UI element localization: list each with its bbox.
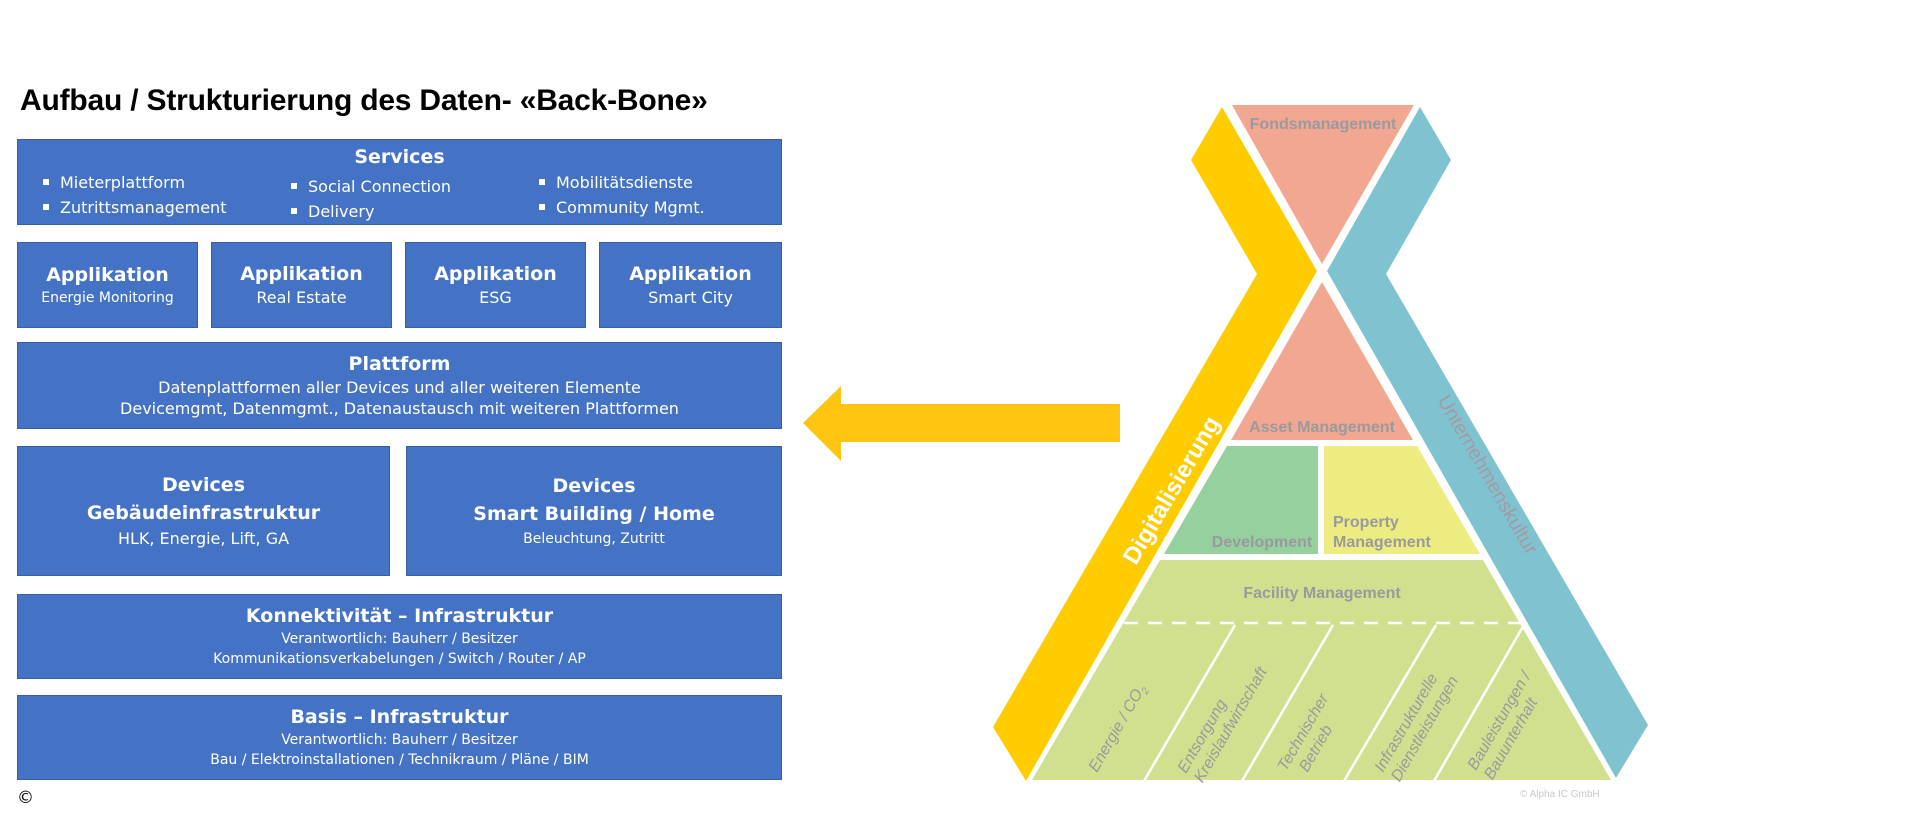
property-label-line: Property: [1333, 514, 1399, 531]
service-item: Zutrittsmanagement: [38, 195, 226, 220]
platform-title: Plattform: [348, 353, 451, 375]
property-management-label: Property Management: [1333, 514, 1431, 551]
application-subtitle: ESG: [479, 288, 512, 307]
connectivity-line: Kommunikationsverkabelungen / Switch / R…: [213, 651, 586, 667]
service-item: Mobilitätsdienste: [534, 170, 705, 195]
application-subtitle: Energie Monitoring: [41, 289, 174, 306]
application-box-esg: Applikation ESG: [405, 242, 586, 328]
property-label-line: Management: [1333, 534, 1431, 551]
connectivity-title: Konnektivität – Infrastruktur: [245, 605, 554, 627]
base-infrastructure-box: Basis – Infrastruktur Verantwortlich: Ba…: [17, 695, 782, 780]
devices-box-smart-building: Devices Smart Building / Home Beleuchtun…: [406, 446, 782, 576]
devices-title: Devices: [161, 474, 245, 496]
development-label: Development: [1212, 534, 1313, 551]
devices-subtitle: Smart Building / Home: [473, 502, 715, 525]
page-title: Aufbau / Strukturierung des Daten- «Back…: [20, 84, 708, 117]
subscript-2: 2: [1139, 686, 1152, 698]
arrow-left-icon: [803, 386, 1120, 461]
service-item: Community Mgmt.: [534, 195, 705, 220]
base-title: Basis – Infrastruktur: [290, 706, 509, 728]
base-line: Verantwortlich: Bauherr / Besitzer: [281, 732, 518, 748]
connectivity-line: Verantwortlich: Bauherr / Besitzer: [281, 631, 518, 647]
platform-box: Plattform Datenplattformen aller Devices…: [17, 342, 782, 429]
application-box-real-estate: Applikation Real Estate: [211, 242, 392, 328]
services-column-3: Mobilitätsdienste Community Mgmt.: [534, 170, 705, 220]
services-box: Services Mieterplattform Zutrittsmanagem…: [17, 139, 782, 225]
application-title: Applikation: [434, 263, 557, 285]
fondsmanagement-label: Fondsmanagement: [1250, 116, 1397, 133]
unternehmenskultur-band: [1327, 107, 1648, 778]
facility-separator: [1342, 624, 1438, 782]
application-box-energy-monitoring: Applikation Energie Monitoring: [17, 242, 198, 328]
service-item: Social Connection: [286, 174, 451, 199]
fondsmanagement-segment: [1232, 105, 1414, 264]
base-line: Bau / Elektroinstallationen / Technikrau…: [210, 752, 589, 768]
connectivity-box: Konnektivität – Infrastruktur Verantwort…: [17, 594, 782, 679]
copyright-symbol: ©: [17, 788, 34, 808]
services-column-1: Mieterplattform Zutrittsmanagement: [38, 170, 226, 220]
devices-subtitle: Gebäudeinfrastruktur: [86, 502, 321, 524]
facility-separator: [1240, 624, 1335, 782]
development-segment: [1164, 446, 1318, 554]
platform-line: Datenplattformen aller Devices und aller…: [158, 378, 641, 397]
platform-line: Devicemgmt, Datenmgmt., Datenaustausch m…: [120, 399, 679, 418]
asset-management-label: Asset Management: [1249, 419, 1395, 436]
application-title: Applikation: [629, 263, 752, 285]
asset-management-segment: [1231, 282, 1413, 440]
application-subtitle: Smart City: [648, 288, 733, 307]
facility-separator: [1142, 624, 1237, 782]
services-title: Services: [354, 146, 445, 168]
facility-management-label: Facility Management: [1243, 585, 1401, 602]
service-item: Delivery: [286, 199, 451, 224]
devices-detail: Beleuchtung, Zutritt: [523, 530, 665, 547]
service-item: Mieterplattform: [38, 170, 226, 195]
facility-separator: [1432, 622, 1527, 782]
devices-detail: HLK, Energie, Lift, GA: [117, 529, 290, 548]
application-title: Applikation: [46, 263, 169, 286]
devices-title: Devices: [552, 474, 636, 497]
devices-box-building-infrastructure: Devices Gebäudeinfrastruktur HLK, Energi…: [17, 446, 390, 576]
property-management-segment: [1324, 446, 1480, 554]
application-box-smart-city: Applikation Smart City: [599, 242, 782, 328]
digitalisierung-band: [993, 107, 1317, 781]
application-title: Applikation: [240, 263, 363, 285]
application-subtitle: Real Estate: [256, 288, 347, 307]
services-column-2: Social Connection Delivery: [286, 174, 451, 224]
alpha-ic-copyright: © Alpha IC GmbH: [1520, 789, 1600, 800]
